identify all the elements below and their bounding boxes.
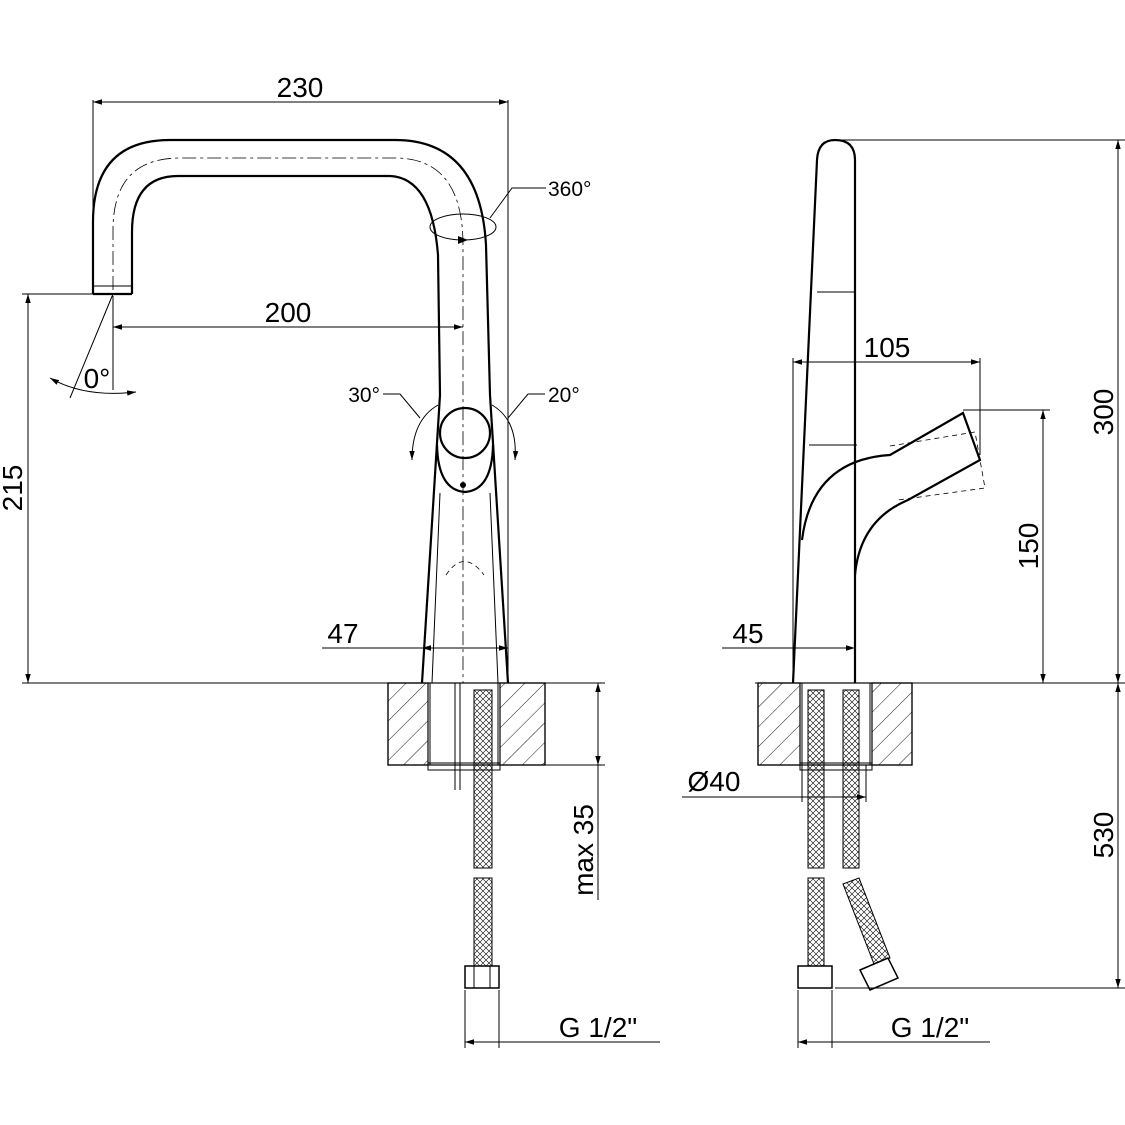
thread-side-label: G 1/2" bbox=[891, 1012, 969, 1043]
handle-angles: 30° 20° bbox=[348, 384, 580, 461]
dim-45-label: 45 bbox=[732, 618, 763, 649]
angle-360-label: 360° bbox=[548, 178, 591, 201]
dim-215: 215 bbox=[0, 293, 93, 683]
angle-30-label: 30° bbox=[348, 384, 380, 407]
hose-side bbox=[797, 689, 900, 991]
dim-230-label: 230 bbox=[277, 72, 324, 103]
dim-150-label: 150 bbox=[1013, 523, 1044, 570]
dim-215-label: 215 bbox=[0, 465, 28, 512]
dim-230: 230 bbox=[92, 72, 509, 683]
dim-530: 530 bbox=[835, 683, 1125, 989]
side-view: 300 105 150 45 Ø40 bbox=[682, 138, 1125, 1048]
deck-section-side bbox=[757, 682, 913, 766]
dim-300-label: 300 bbox=[1088, 389, 1119, 436]
angle-20-label: 20° bbox=[548, 384, 580, 407]
dim-200-label: 200 bbox=[265, 297, 312, 328]
dim-diameter-40-label: Ø40 bbox=[688, 766, 741, 797]
dim-150: 150 bbox=[963, 409, 1050, 683]
faucet-body-side bbox=[791, 138, 986, 771]
dim-thread-front: G 1/2" bbox=[464, 990, 660, 1048]
angle-0: 0° bbox=[49, 293, 137, 399]
dim-47-label: 47 bbox=[327, 618, 358, 649]
dim-530-label: 530 bbox=[1088, 812, 1119, 859]
dim-45: 45 bbox=[722, 618, 855, 651]
faucet-body-front bbox=[91, 138, 510, 790]
dim-47: 47 bbox=[322, 618, 508, 651]
dim-105: 105 bbox=[792, 332, 981, 683]
dim-max35-label: max 35 bbox=[568, 804, 599, 896]
dim-thread-side: G 1/2" bbox=[797, 990, 990, 1048]
dim-200: 200 bbox=[112, 296, 463, 390]
angle-0-label: 0° bbox=[84, 363, 111, 394]
deck-section-front bbox=[387, 682, 546, 766]
thread-front-label: G 1/2" bbox=[559, 1012, 637, 1043]
dim-diameter-40: Ø40 bbox=[682, 765, 867, 802]
front-view: 230 200 215 0° 360° bbox=[0, 72, 660, 1048]
dim-105-label: 105 bbox=[864, 332, 911, 363]
hose-front bbox=[464, 689, 500, 989]
angle-360: 360° bbox=[489, 178, 591, 219]
dim-max35: max 35 bbox=[545, 682, 605, 900]
dim-300: 300 bbox=[836, 139, 1125, 683]
